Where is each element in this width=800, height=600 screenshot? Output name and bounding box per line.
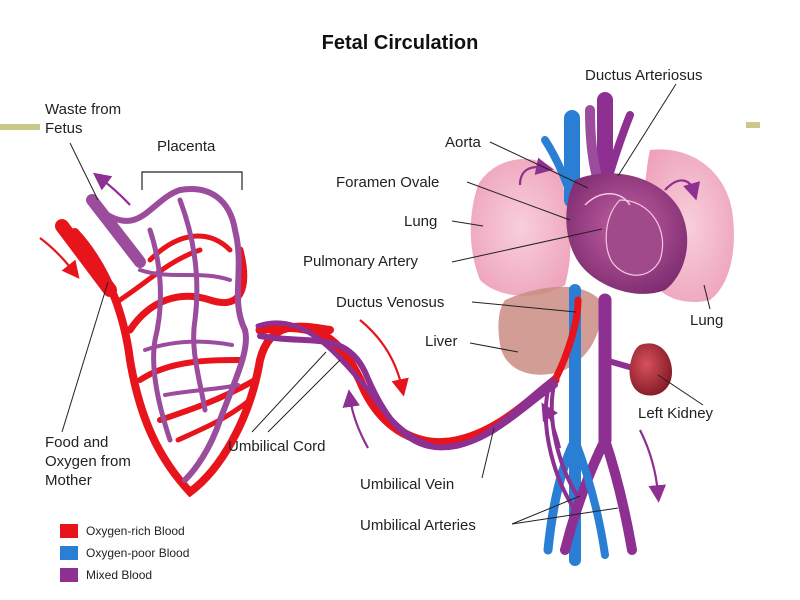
legend-swatch [60, 546, 78, 560]
label-lung-right: Lung [690, 312, 724, 329]
label-umbilical-cord: Umbilical Cord [228, 438, 326, 455]
label-umbilical-arteries: Umbilical Arteries [360, 517, 476, 534]
legend-label: Oxygen-poor Blood [86, 546, 190, 560]
label-ductus-arteriosus: Ductus Arteriosus [585, 67, 703, 84]
heart-valve-line [584, 193, 631, 206]
left-lung-shape [470, 158, 571, 296]
placenta-bracket [141, 171, 243, 190]
legend-item-oxygen-rich: Oxygen-rich Blood [60, 520, 189, 542]
label-food-and-oxygen: Food and Oxygen from Mother [45, 434, 131, 489]
label-left-kidney: Left Kidney [638, 405, 714, 422]
legend: Oxygen-rich Blood Oxygen-poor Blood Mixe… [60, 520, 189, 586]
label-lung-left: Lung [404, 213, 438, 230]
label-aorta: Aorta [445, 134, 481, 151]
liver-shape [498, 286, 601, 375]
placenta-vessels [71, 186, 334, 498]
label-waste-from-fetus: Waste from Fetus [45, 101, 122, 137]
legend-swatch [60, 524, 78, 538]
left-decorative-rule [0, 124, 40, 130]
label-placenta: Placenta [157, 138, 216, 155]
legend-item-oxygen-poor: Oxygen-poor Blood [60, 542, 189, 564]
legend-label: Mixed Blood [86, 568, 153, 582]
leader-lines [61, 83, 711, 525]
legend-swatch [60, 568, 78, 582]
label-umbilical-vein: Umbilical Vein [360, 476, 455, 493]
label-liver: Liver [425, 333, 458, 350]
label-foramen-ovale: Foramen Ovale [336, 174, 440, 191]
maternal-vein [86, 194, 146, 268]
maternal-artery [55, 219, 117, 297]
diagram-title: Fetal Circulation [321, 32, 479, 54]
label-pulmonary-artery: Pulmonary Artery [303, 253, 419, 270]
kidney-shape [629, 343, 672, 396]
heart-chamber [605, 199, 664, 276]
right-decorative-rule [746, 122, 760, 128]
legend-label: Oxygen-rich Blood [86, 524, 185, 538]
label-ductus-venosus: Ductus Venosus [336, 294, 445, 311]
flow-arrows [39, 157, 701, 503]
legend-item-mixed: Mixed Blood [60, 564, 189, 586]
umbilical-cord [255, 320, 560, 451]
